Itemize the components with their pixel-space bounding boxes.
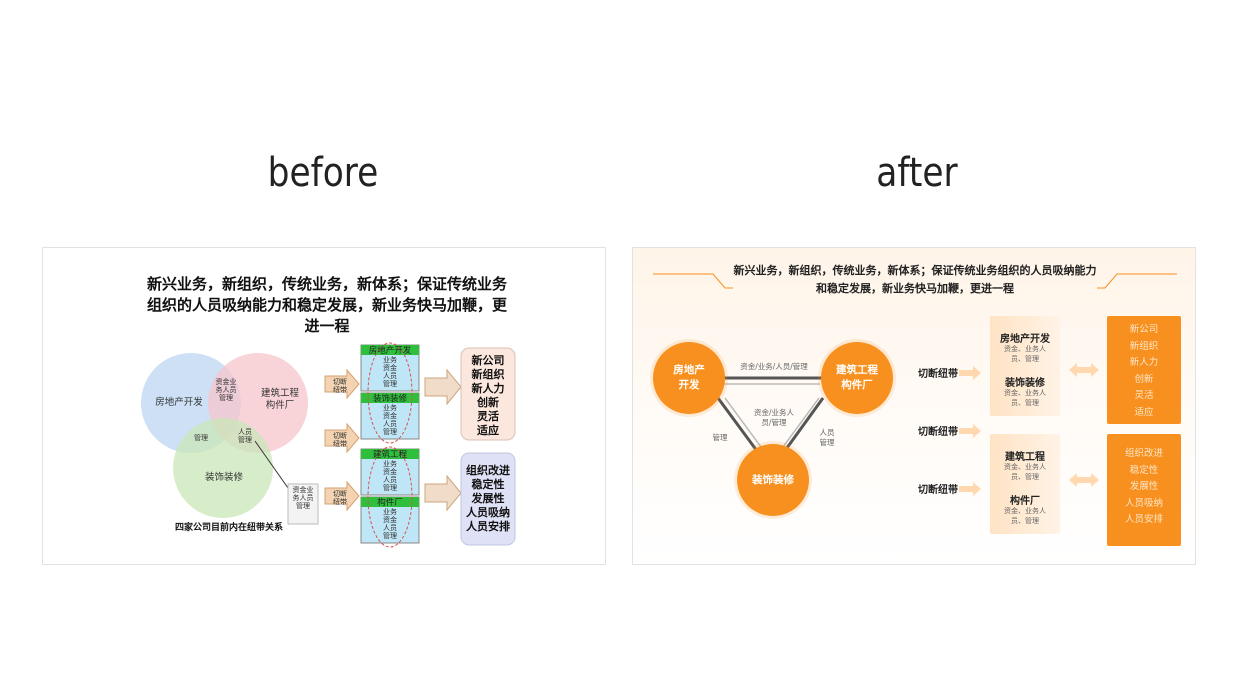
after-diagram-shapes bbox=[653, 273, 1177, 496]
circle-construction: 建筑工程构件厂 bbox=[821, 342, 893, 414]
box-label-decoration: 装饰装修 bbox=[372, 394, 407, 404]
before-title: 新兴业务，新组织，传统业务，新体系；保证传统业务组织的人员吸纳能力和稳定发展，新… bbox=[146, 275, 507, 335]
venn-center-label: 管理 bbox=[194, 434, 208, 442]
link-left-label: 管理 bbox=[712, 433, 728, 442]
after-result-2: 组织改进 稳定性 发展性 人员吸纳 人员安排 bbox=[1107, 434, 1181, 546]
cut-label-a2: 切断纽带 bbox=[918, 427, 958, 438]
group2-item1-title: 建筑工程 bbox=[1005, 452, 1045, 463]
callout-line bbox=[254, 440, 289, 489]
group1-item1-sub: 资金、业务人员、管理 bbox=[1004, 345, 1046, 363]
before-result-2: 组织改进稳定性发展性人员吸纳人员安排 bbox=[466, 464, 510, 533]
venn-left-label: 房地产开发 bbox=[155, 397, 203, 408]
before-diagram-shapes bbox=[141, 342, 516, 548]
result-arrows bbox=[424, 368, 462, 512]
callout-label: 资金业务人员管理 bbox=[292, 486, 314, 510]
box-details-real-estate: 业务资金人员管理 bbox=[383, 356, 397, 388]
before-heading: before bbox=[267, 150, 379, 196]
after-group-1: 房地产开发 资金、业务人员、管理 装饰装修 资金、业务人员、管理 bbox=[990, 316, 1060, 416]
group1-item2-title: 装饰装修 bbox=[1005, 378, 1045, 389]
venn-circle-bottom bbox=[173, 418, 273, 518]
after-panel: 新兴业务，新组织，传统业务，新体系；保证传统业务组织的人员吸纳能力和稳定发展，新… bbox=[632, 247, 1196, 565]
box-label-construction: 建筑工程 bbox=[372, 450, 407, 460]
group2-item2-title: 构件厂 bbox=[1010, 496, 1040, 507]
before-result-1: 新公司新组织新人力创新灵活适应 bbox=[471, 354, 505, 437]
group1-item1-title: 房地产开发 bbox=[1000, 334, 1050, 345]
callout-box bbox=[287, 483, 319, 525]
venn-top-overlap-label: 资金业务人员管理 bbox=[215, 378, 237, 402]
after-group-2: 建筑工程 资金、业务人员、管理 构件厂 资金、业务人员、管理 bbox=[990, 434, 1060, 534]
circle-real-estate: 房地产开发 bbox=[653, 342, 725, 414]
box-label-factory: 构件厂 bbox=[377, 498, 403, 508]
cut-arrows bbox=[324, 368, 360, 512]
after-heading: after bbox=[876, 150, 958, 196]
after-result-1: 新公司 新组织 新人力 创新 灵活 适应 bbox=[1107, 316, 1181, 424]
result-box-2 bbox=[460, 452, 516, 546]
box-details-decoration: 业务资金人员管理 bbox=[383, 404, 397, 436]
venn-right-bottom-label: 人员管理 bbox=[238, 428, 252, 444]
before-panel: 新兴业务，新组织，传统业务，新体系；保证传统业务组织的人员吸纳能力和稳定发展，新… bbox=[42, 247, 606, 565]
group1-item2-sub: 资金、业务人员、管理 bbox=[1004, 389, 1046, 407]
cut-label-3: 切断纽带 bbox=[333, 490, 347, 506]
before-caption: 四家公司目前内在纽带关系 bbox=[175, 523, 284, 533]
detail-boxes bbox=[360, 342, 420, 548]
after-title: 新兴业务，新组织，传统业务，新体系；保证传统业务组织的人员吸纳能力和稳定发展，新… bbox=[733, 264, 1097, 295]
cut-label-2: 切断纽带 bbox=[333, 432, 347, 448]
box-details-factory: 业务资金人员管理 bbox=[383, 508, 397, 540]
group2-item1-sub: 资金、业务人员、管理 bbox=[1004, 463, 1046, 481]
link-top-label: 资金/业务/人员/管理 bbox=[740, 362, 808, 371]
cut-label-1: 切断纽带 bbox=[333, 378, 347, 394]
box-label-real-estate: 房地产开发 bbox=[368, 346, 412, 356]
link-center-label: 资金/业务人员/管理 bbox=[753, 408, 795, 427]
result-box-1 bbox=[460, 347, 516, 441]
venn-bottom-label: 装饰装修 bbox=[204, 472, 243, 483]
group2-item2-sub: 资金、业务人员、管理 bbox=[1004, 507, 1046, 525]
link-right-label: 人员管理 bbox=[819, 428, 835, 447]
box-details-construction: 业务资金人员管理 bbox=[383, 460, 397, 492]
circle-decoration: 装饰装修 bbox=[737, 444, 809, 516]
cut-label-a1: 切断纽带 bbox=[918, 369, 958, 380]
venn-right-label: 建筑工程构件厂 bbox=[260, 388, 299, 411]
cut-label-a3: 切断纽带 bbox=[918, 485, 958, 496]
